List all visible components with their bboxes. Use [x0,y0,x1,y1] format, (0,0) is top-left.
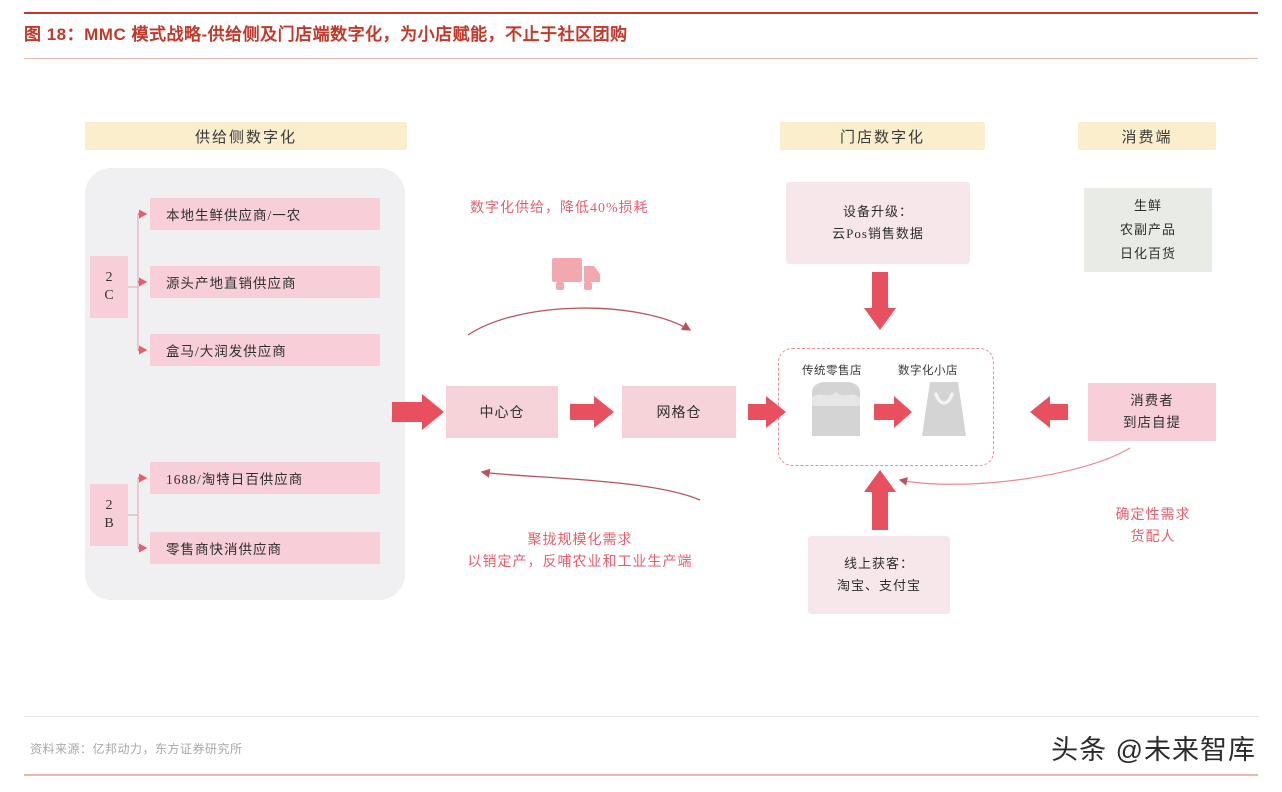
traditional-store-label: 传统零售店 [802,365,862,377]
supplier-chip-2c-2[interactable]: 源头产地直销供应商 [150,266,380,298]
annotation-bottom-right: 确定性需求 货配人 [1068,505,1238,549]
annotation-bottom-right-line2: 货配人 [1130,530,1176,545]
online-acquisition-line1: 线上获客： [843,556,914,571]
consumer-category-3: 日化百货 [1119,246,1176,261]
arrow-online-to-store [864,470,896,530]
arrow-equipment-to-store [864,272,896,330]
segment-tag-2c: 2 C [90,256,128,318]
bottom-rule [24,774,1258,776]
annotation-bottom-center: 聚拢规模化需求 以销定产，反哺农业和工业生产端 [420,530,740,574]
consumer-category-2: 农副产品 [1119,222,1176,237]
curve-arrow-forward [467,307,692,336]
consumer-pickup-box[interactable]: 消费者 到店自提 [1088,383,1216,441]
supplier-chip-2b-1[interactable]: 1688/淘特日百供应商 [150,462,380,494]
grid-warehouse-box[interactable]: 网格仓 [622,386,736,438]
equipment-upgrade-box[interactable]: 设备升级： 云Pos销售数据 [786,182,970,264]
top-rule [24,12,1258,14]
central-warehouse-box[interactable]: 中心仓 [446,386,558,438]
column-header-store: 门店数字化 [780,122,985,150]
digital-store-label: 数字化小店 [898,365,958,377]
page-title: 图 18：MMC 模式战略-供给侧及门店端数字化，为小店赋能，不止于社区团购 [24,25,628,44]
footer-rule [24,716,1258,717]
truck-icon [552,258,600,290]
supplier-chip-2c-1[interactable]: 本地生鲜供应商/一农 [150,198,380,230]
segment-tag-2b: 2 B [90,484,128,546]
annotation-bottom-center-line2: 以销定产，反哺农业和工业生产端 [467,555,693,570]
equipment-upgrade-line2: 云Pos销售数据 [832,226,924,241]
arrow-central-to-grid [570,396,614,428]
equipment-upgrade-line1: 设备升级： [842,204,913,219]
source-note: 资料来源：亿邦动力，东方证券研究所 [30,742,243,756]
annotation-top-center: 数字化供给，降低40%损耗 [470,201,649,216]
segment-tag-2b-line1: 2 [105,498,113,513]
curve-arrow-backward [480,468,701,501]
title-underline [24,58,1258,59]
online-acquisition-box[interactable]: 线上获客： 淘宝、支付宝 [808,536,950,614]
consumer-category-1: 生鲜 [1133,198,1162,213]
consumer-pickup-line1: 消费者 [1130,393,1174,408]
annotation-bottom-right-line1: 确定性需求 [1115,508,1191,523]
watermark: 头条 @未来智库 [1051,735,1256,765]
segment-tag-2c-line1: 2 [105,270,113,285]
column-header-supply: 供给侧数字化 [85,122,407,150]
column-header-consumer: 消费端 [1078,122,1216,150]
consumer-pickup-line2: 到店自提 [1123,415,1181,430]
consumer-categories-box: 生鲜 农副产品 日化百货 [1084,188,1212,272]
segment-tag-2c-line2: C [104,288,114,303]
arrow-consumer-to-store [1030,396,1068,428]
annotation-bottom-center-line1: 聚拢规模化需求 [527,533,633,548]
segment-tag-2b-line2: B [104,516,114,531]
supplier-chip-2b-2[interactable]: 零售商快消供应商 [150,532,380,564]
supplier-chip-2c-3[interactable]: 盒马/大润发供应商 [150,334,380,366]
online-acquisition-line2: 淘宝、支付宝 [836,578,921,593]
